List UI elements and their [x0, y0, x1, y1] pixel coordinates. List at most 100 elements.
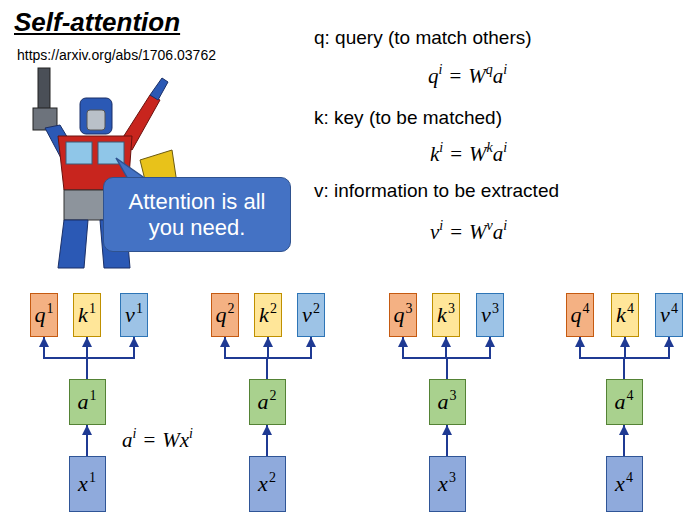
vector-symbol: k [259, 302, 269, 327]
vector-symbol: k [78, 302, 88, 327]
text-holder: x1 [78, 471, 96, 497]
index-superscript: 1 [136, 301, 143, 316]
text-holder: a2 [258, 389, 277, 415]
text-holder: q1 [35, 302, 54, 328]
index-superscript: 3 [448, 301, 455, 316]
key-box: k1 [73, 293, 101, 337]
equals-sign: = [450, 142, 462, 167]
definition-text: v: information to be extracted [314, 180, 559, 202]
query-box: q1 [30, 293, 58, 337]
index-superscript: 4 [583, 301, 590, 316]
flow-arrow [86, 425, 88, 456]
vector-symbol: v [660, 302, 670, 327]
slide-title: Self-attention [14, 7, 180, 38]
text-holder: a4 [615, 389, 634, 415]
math-superscript: i [439, 62, 443, 78]
index-superscript: 1 [89, 470, 96, 485]
value-box: v2 [297, 293, 325, 337]
vector-symbol: x [78, 471, 88, 496]
value-box: v3 [476, 293, 504, 337]
text-holder: x2 [258, 471, 276, 497]
math-symbol: a [493, 220, 504, 245]
embedding-box: a3 [429, 379, 466, 425]
vector-symbol: a [258, 389, 269, 414]
flow-arrow [580, 337, 624, 379]
math-superscript: i [439, 218, 443, 234]
text-holder: Attention is all you need. [112, 189, 282, 240]
formula: ki=Wkai [430, 142, 507, 167]
equals-sign: = [449, 64, 461, 89]
formula: ai=Wxi [122, 428, 193, 453]
index-superscript: 4 [627, 301, 634, 316]
key-box: k3 [432, 293, 460, 337]
formula: vi=Wvai [430, 220, 507, 245]
embedding-box: a4 [606, 379, 643, 425]
math-symbol: a [493, 142, 504, 167]
text-holder: q4 [571, 302, 590, 328]
input-box: x2 [249, 456, 286, 512]
vector-symbol: a [78, 389, 89, 414]
math-superscript: i [503, 140, 507, 156]
index-superscript: 3 [449, 470, 456, 485]
math-symbol: v [430, 220, 439, 245]
math-superscript: q [486, 62, 493, 78]
paper-link: https://arxiv.org/abs/1706.03762 [17, 47, 216, 63]
index-superscript: 1 [89, 301, 96, 316]
math-symbol: a [493, 64, 504, 89]
input-box: x1 [69, 456, 106, 512]
flow-arrow [87, 337, 134, 379]
math-symbol: W [469, 142, 487, 167]
math-superscript: i [189, 426, 193, 442]
flow-arrow [44, 337, 87, 379]
vector-symbol: q [394, 302, 405, 327]
text-holder: k3 [437, 302, 455, 328]
query-box: q3 [389, 293, 417, 337]
text-holder: q2 [216, 302, 235, 328]
robot-leg [58, 220, 88, 268]
robot-face [87, 110, 105, 130]
index-superscript: 4 [627, 388, 634, 403]
vector-symbol: x [438, 471, 448, 496]
chest-window [66, 142, 92, 164]
index-superscript: 3 [492, 301, 499, 316]
index-superscript: 3 [406, 301, 413, 316]
math-symbol: W [469, 220, 487, 245]
robot-head [80, 98, 112, 134]
flow-arrow [447, 337, 490, 379]
index-superscript: 1 [90, 388, 97, 403]
vector-symbol: q [216, 302, 227, 327]
math-superscript: i [503, 218, 507, 234]
equals-sign: = [143, 428, 155, 453]
vector-symbol: v [302, 302, 312, 327]
vector-symbol: v [481, 302, 491, 327]
vector-symbol: a [438, 389, 449, 414]
flow-arrow [403, 337, 447, 379]
flow-arrow [624, 337, 669, 379]
embedding-box: a2 [249, 379, 286, 425]
text-holder: a1 [78, 389, 97, 415]
vector-symbol: a [615, 389, 626, 414]
flow-arrow [446, 425, 448, 456]
query-box: q2 [211, 293, 239, 337]
text-holder: x3 [438, 471, 456, 497]
vector-symbol: x [258, 471, 268, 496]
equals-sign: = [450, 220, 462, 245]
speech-bubble: Attention is all you need. [103, 177, 291, 252]
text-holder: a3 [438, 389, 457, 415]
pointing-hand [150, 78, 168, 100]
text-holder: k4 [616, 302, 634, 328]
index-superscript: 2 [270, 388, 277, 403]
flow-arrow [225, 337, 267, 379]
text-holder: x4 [615, 471, 633, 497]
key-box: k4 [611, 293, 639, 337]
text-holder: v2 [302, 302, 320, 328]
value-box: v4 [655, 293, 683, 337]
input-box: x4 [606, 456, 643, 512]
index-superscript: 1 [47, 301, 54, 316]
index-superscript: 4 [671, 301, 678, 316]
math-symbol: W [468, 64, 486, 89]
vector-symbol: x [615, 471, 625, 496]
definition-text: k: key (to be matched) [314, 107, 502, 129]
key-box: k2 [254, 293, 282, 337]
